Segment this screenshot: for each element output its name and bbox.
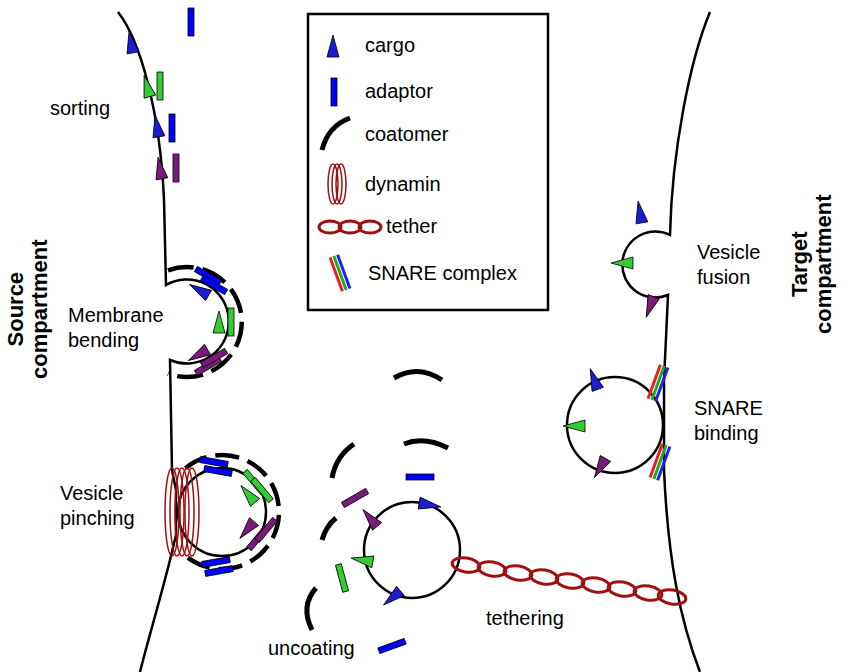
fusion-molecules: [611, 200, 659, 319]
legend-text: cargo: [365, 33, 415, 58]
legend-text: tether: [386, 214, 437, 239]
step-label: Vesicle fusion: [697, 240, 777, 290]
step-label: tethering: [486, 606, 564, 631]
legend-text: dynamin: [365, 172, 441, 197]
legend-text: coatomer: [365, 122, 448, 147]
compartment-label: Target compartment: [788, 184, 836, 344]
uncoating-vesicle: [307, 371, 460, 653]
step-label: sorting: [50, 96, 110, 121]
step-label: Vesicle pinching: [60, 481, 160, 531]
legend: [308, 14, 548, 310]
sorting-molecules: [123, 8, 194, 182]
legend-text: SNARE complex: [368, 261, 517, 286]
legend-text: adaptor: [365, 79, 433, 104]
tether-chain: [451, 556, 687, 606]
snare-vesicle: [563, 365, 670, 481]
budding-coat: [168, 266, 242, 377]
target-membrane: [622, 12, 710, 672]
step-label: SNARE binding: [694, 396, 774, 446]
step-label: Membrane bending: [68, 303, 168, 353]
pinching-vesicle: [165, 455, 279, 576]
step-label: uncoating: [268, 636, 355, 661]
compartment-label: Source compartment: [4, 229, 52, 389]
